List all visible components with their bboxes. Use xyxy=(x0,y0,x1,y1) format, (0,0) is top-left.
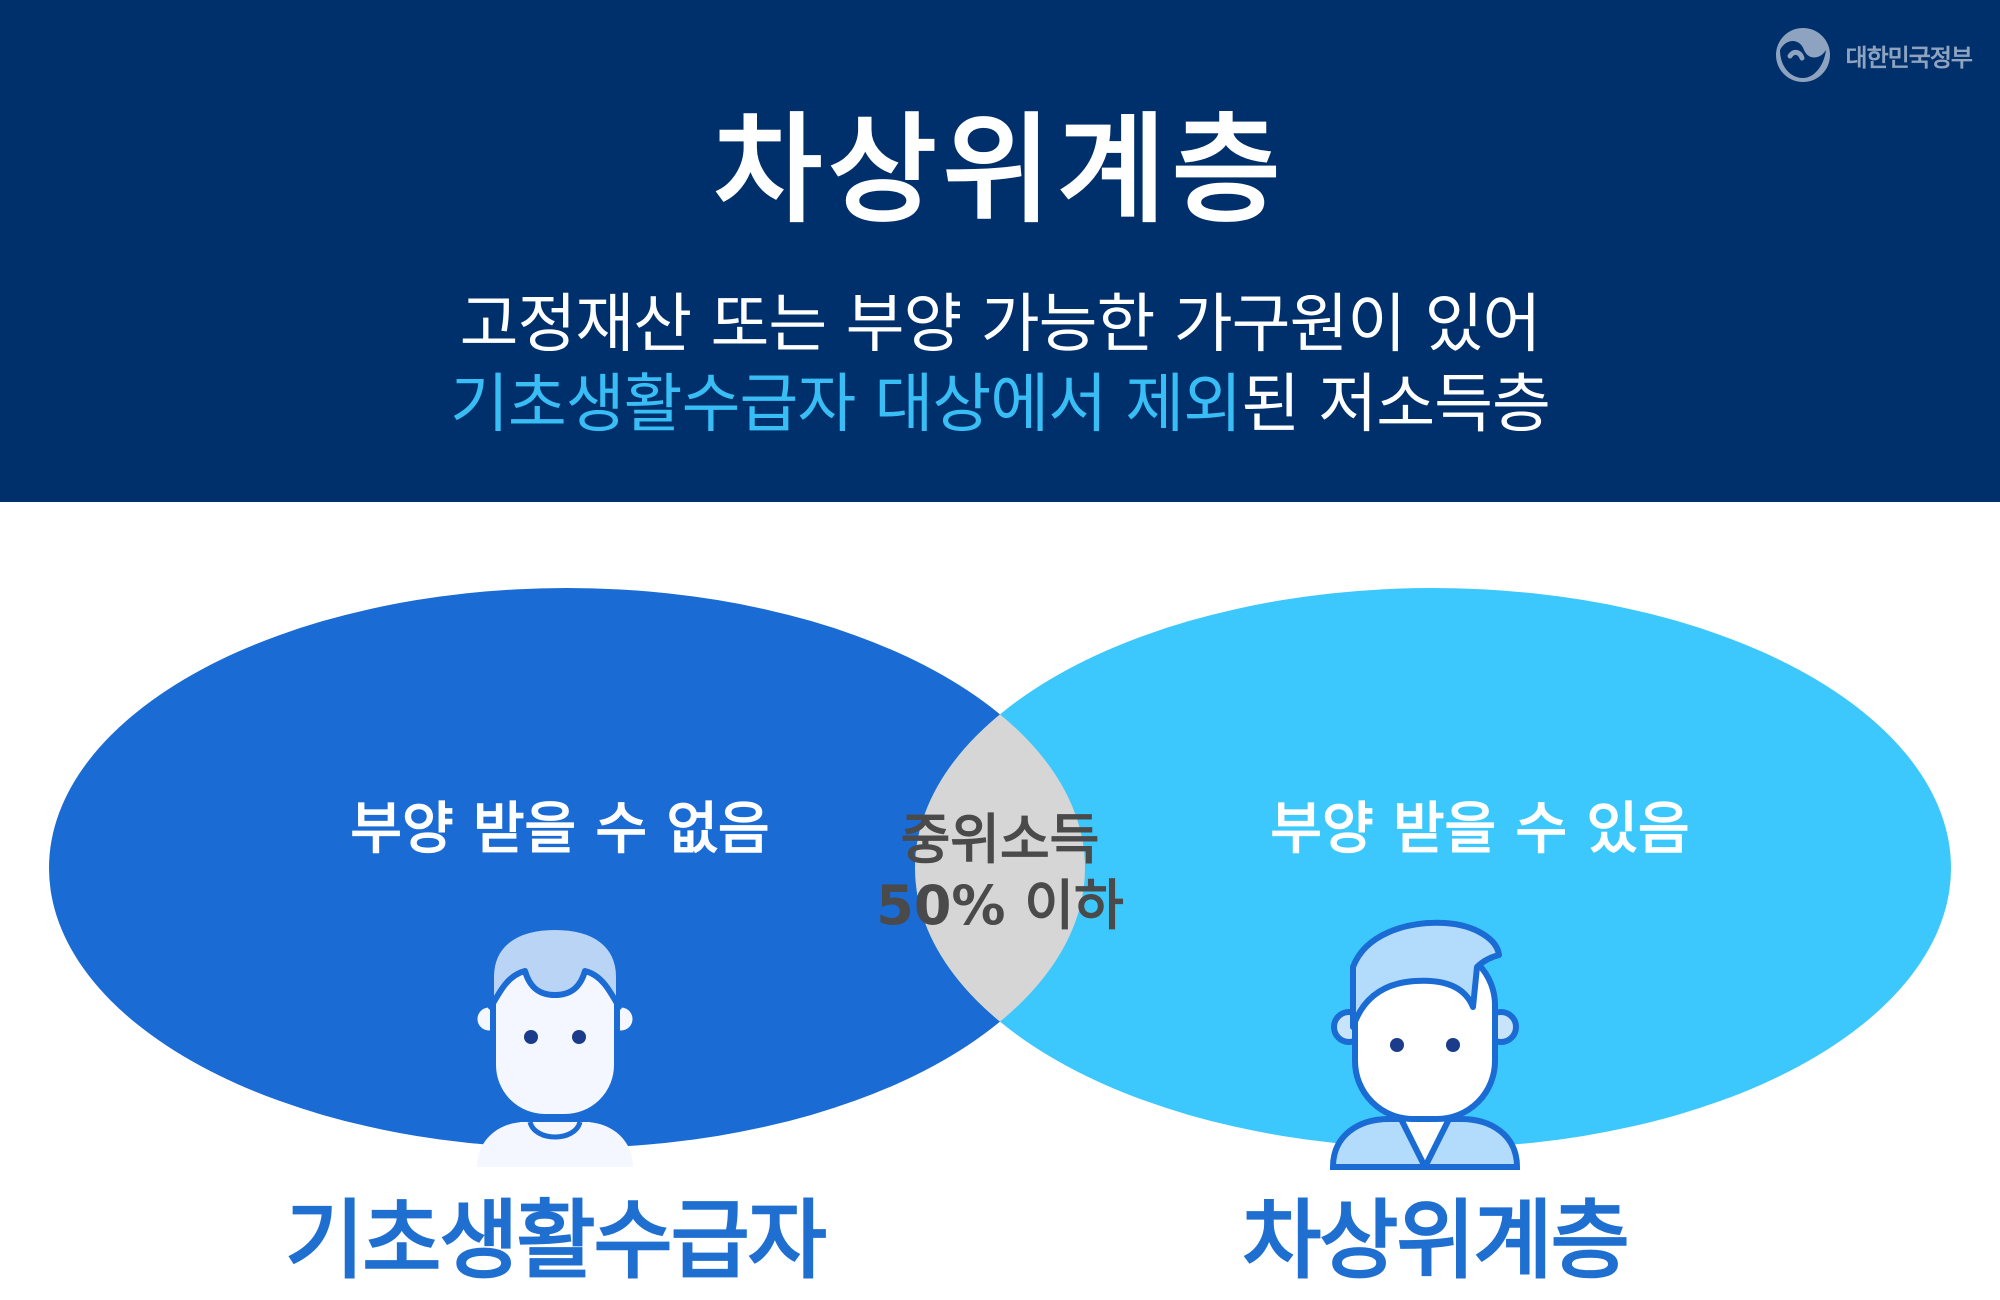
venn-shapes xyxy=(49,588,1951,1170)
subtitle-line-2: 기초생활수급자 대상에서 제외된 저소득층 xyxy=(0,365,2000,445)
left-set-inner-text: 부양 받을 수 없음 xyxy=(350,797,770,862)
intersection-text: 중위소득 50% 이하 xyxy=(860,807,1140,939)
government-logo: 대한민국정부 xyxy=(1774,26,1973,84)
left-set-label: 기초생활수급자 xyxy=(285,1191,827,1291)
intersection-line-1: 중위소득 xyxy=(900,808,1100,871)
subtitle-highlight: 기초생활수급자 대상에서 제외 xyxy=(450,368,1242,442)
taegeuk-emblem-icon xyxy=(1775,28,1830,82)
subtitle-normal: 된 저소득층 xyxy=(1241,368,1551,442)
venn-diagram: 부양 받을 수 없음 부양 받을 수 있음 중위소득 50% 이하 기초생활수급… xyxy=(0,502,2000,1300)
person-icon xyxy=(472,924,638,1167)
intersection-line-2: 50% 이하 xyxy=(876,874,1124,937)
right-set-ellipse xyxy=(915,588,1951,1148)
government-name: 대한민국정부 xyxy=(1845,43,1973,72)
right-set-label: 차상위계층 xyxy=(1242,1191,1630,1291)
page-title: 차상위계층 xyxy=(713,101,1287,239)
person-icon xyxy=(1329,919,1521,1170)
left-set-ellipse xyxy=(49,588,1085,1148)
header-banner: 대한민국정부 차상위계층 고정재산 또는 부양 가능한 가구원이 있어 기초생활… xyxy=(0,0,2000,502)
subtitle-line-1: 고정재산 또는 부양 가능한 가구원이 있어 xyxy=(459,288,1542,362)
right-set-inner-text: 부양 받을 수 있음 xyxy=(1270,797,1690,862)
